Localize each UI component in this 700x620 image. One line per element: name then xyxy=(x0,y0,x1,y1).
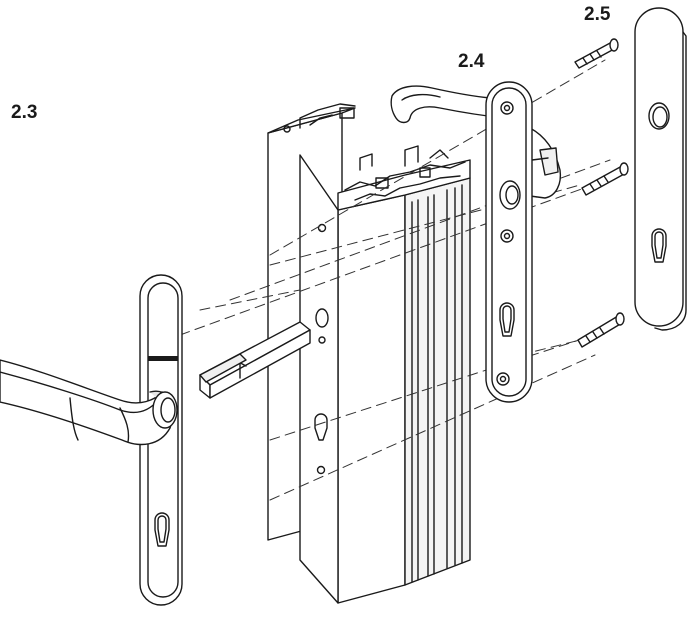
boss-upper-mid xyxy=(500,229,514,243)
door-profile xyxy=(267,103,471,604)
brand-mark xyxy=(148,356,178,361)
rear-keyhole xyxy=(499,302,515,337)
front-keyhole xyxy=(154,512,170,547)
rear-handle-plate xyxy=(485,81,533,403)
step-label-2-5: 2.5 xyxy=(584,4,611,25)
outer-cover-plate xyxy=(634,7,687,331)
step-label-2-4: 2.4 xyxy=(458,51,485,72)
fixing-screws xyxy=(574,38,629,348)
rear-lever-handle xyxy=(390,85,562,199)
screw-bottom xyxy=(577,312,625,348)
boss-top xyxy=(500,101,514,115)
profile-side-face xyxy=(299,154,339,604)
cover-keyhole xyxy=(651,228,667,263)
square-spindle xyxy=(199,321,311,399)
front-lever-handle xyxy=(0,359,178,446)
profile-front-face xyxy=(337,194,406,604)
front-handle-plate xyxy=(139,274,183,606)
screw-top xyxy=(574,38,619,69)
rear-spindle-hole xyxy=(499,180,521,210)
profile-right-face xyxy=(404,177,471,586)
profile-cross-section xyxy=(337,159,471,211)
step-label-2-3: 2.3 xyxy=(11,102,38,123)
screw-middle xyxy=(581,162,629,196)
cover-spindle-hole xyxy=(648,102,670,130)
boss-bottom xyxy=(496,372,510,386)
cylinder-hole-profile xyxy=(314,413,328,441)
